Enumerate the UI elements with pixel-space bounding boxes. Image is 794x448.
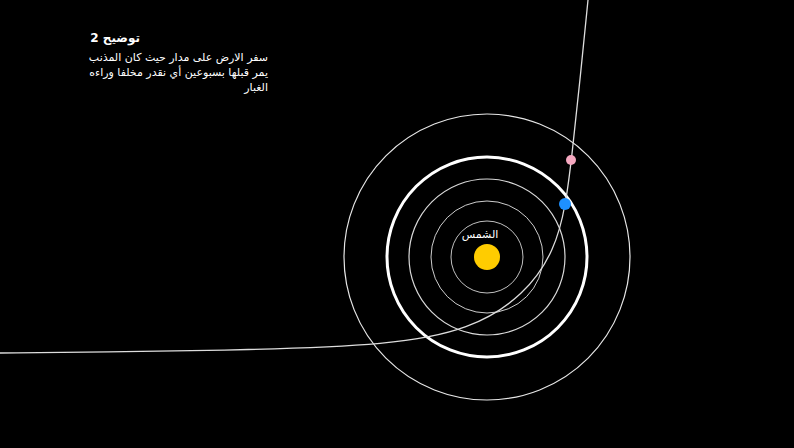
comet-trajectory — [0, 0, 588, 353]
earth — [559, 198, 571, 210]
title: توضيح 2 — [60, 31, 140, 45]
planet-orbit — [409, 179, 565, 335]
planet-orbit — [344, 114, 630, 400]
planet-orbit — [387, 157, 587, 357]
sun — [474, 244, 500, 270]
planet-orbit — [431, 201, 543, 313]
sun-label: الشمس — [440, 228, 520, 241]
comet — [566, 155, 576, 165]
note-text: سفر الارض على مدار حيث كان المذنب يمر قب… — [76, 50, 268, 95]
